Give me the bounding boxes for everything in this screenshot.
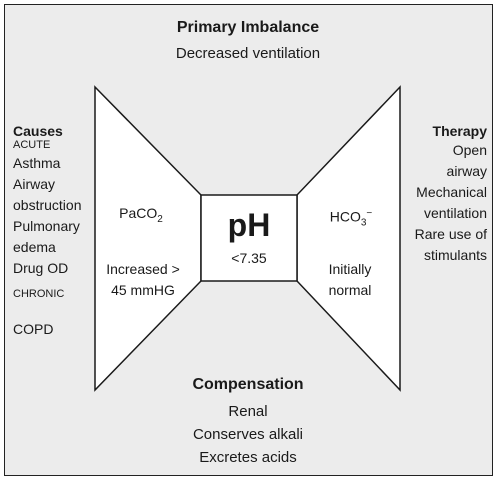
- causes-chronic-label: CHRONIC: [13, 288, 65, 300]
- primary-subtitle: Decreased ventilation: [175, 45, 321, 62]
- causes-title: Causes: [13, 123, 63, 139]
- causes-acute-item: Drug OD: [13, 260, 69, 276]
- causes-acute-label: ACUTE: [13, 139, 51, 151]
- therapy-item: airway: [446, 163, 487, 179]
- ph-label: pH: [227, 207, 271, 243]
- therapy-item: ventilation: [423, 205, 487, 221]
- causes-acute-item: Airway: [13, 176, 56, 192]
- primary-title: Primary Imbalance: [176, 19, 320, 36]
- causes-acute-item: Pulmonary: [13, 218, 80, 234]
- therapy-title: Therapy: [432, 123, 487, 139]
- compensation-item: Conserves alkali: [192, 426, 304, 443]
- therapy-item: Open: [452, 142, 487, 158]
- left-funnel: [94, 85, 202, 392]
- therapy-item: Rare use of: [414, 226, 487, 242]
- ph-box: [200, 194, 298, 282]
- compensation-item: Renal: [228, 403, 268, 420]
- paco2-text: PaCO: [119, 205, 158, 221]
- paco2-value-line1: Increased >: [106, 261, 180, 277]
- causes-acute-item: Asthma: [13, 155, 61, 171]
- scale-shape: [94, 85, 401, 392]
- hco3-subscript: 3: [360, 217, 367, 229]
- paco2-label: PaCO2: [101, 203, 181, 230]
- causes-acute-item: edema: [13, 239, 56, 255]
- causes-acute-item: obstruction: [13, 197, 82, 213]
- ph-value: <7.35: [231, 250, 267, 266]
- hco3-label: HCO3−: [311, 203, 391, 233]
- paco2-subscript: 2: [157, 213, 163, 225]
- therapy-item: stimulants: [423, 247, 487, 263]
- hco3-value-line2: normal: [328, 282, 372, 298]
- diagram-frame: Primary Imbalance Decreased ventilation …: [4, 4, 493, 476]
- compensation-title: Compensation: [192, 376, 304, 393]
- hco3-superscript: −: [366, 208, 373, 219]
- causes-chronic-item: COPD: [13, 321, 54, 337]
- hco3-value-line1: Initially: [328, 261, 372, 277]
- paco2-value-line2: 45 mmHG: [111, 282, 175, 298]
- hco3-text: HCO: [329, 208, 361, 225]
- therapy-item: Mechanical: [416, 184, 487, 200]
- compensation-item: Excretes acids: [199, 449, 297, 466]
